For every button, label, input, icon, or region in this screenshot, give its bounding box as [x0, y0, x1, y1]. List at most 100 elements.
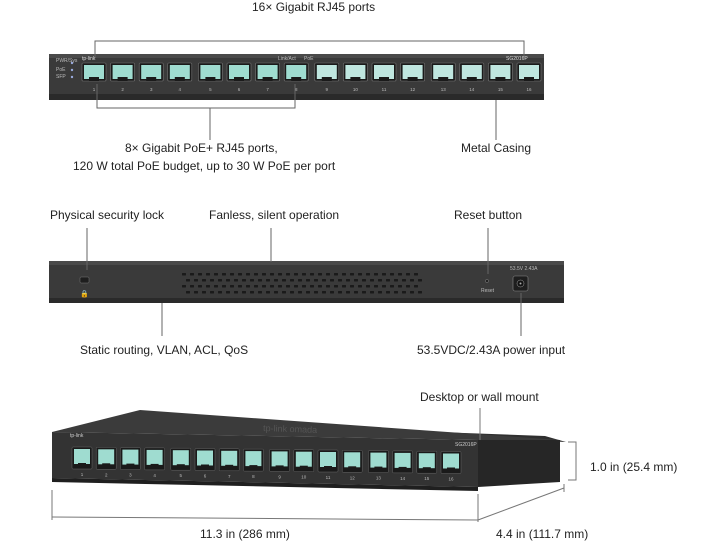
rj45-port-contacts	[84, 65, 104, 79]
callout-metal-casing: Metal Casing	[461, 141, 532, 155]
port-number: 4	[153, 473, 156, 478]
front-indicator-label: SFP	[56, 74, 66, 80]
port-number: 7	[228, 474, 231, 479]
rj45-port-contacts	[229, 65, 249, 79]
rj45-port-contacts	[257, 65, 278, 79]
port-number: 8	[295, 87, 298, 92]
height-dimension	[568, 441, 577, 481]
led-indicator	[70, 68, 74, 72]
rj45-port-contacts	[461, 65, 482, 79]
security-lock-slot	[79, 276, 90, 284]
port-number: 10	[353, 87, 359, 92]
port-number: 16	[448, 477, 454, 482]
rj45-port-contacts	[221, 450, 238, 466]
callout-depth: 4.4 in (111.7 mm)	[496, 527, 589, 541]
port-number: 13	[441, 87, 447, 92]
rj45-port-contacts	[443, 453, 459, 469]
port-number: 6	[204, 474, 207, 479]
rj45-port-contacts	[245, 451, 262, 467]
rj45-port-contacts	[197, 450, 213, 466]
port-number: 5	[180, 473, 183, 478]
port-number: 12	[350, 475, 356, 480]
rj45-port-contacts	[286, 65, 307, 79]
port-number: 4	[179, 87, 182, 92]
port-number: 5	[209, 87, 212, 92]
port-number: 2	[121, 87, 124, 92]
front-model-label: SG2016P	[506, 56, 528, 62]
port-number: 2	[105, 472, 108, 477]
port-number: 9	[278, 474, 281, 479]
lock-icon: 🔒	[80, 290, 89, 298]
poe-label: PoE	[304, 56, 314, 62]
side-face	[478, 440, 560, 487]
rj45-port-contacts	[169, 65, 190, 79]
callout-height: 1.0 in (25.4 mm)	[590, 460, 678, 474]
rj45-port-contacts	[200, 65, 221, 79]
port-number: 3	[129, 473, 132, 478]
rj45-port-contacts	[146, 449, 163, 465]
port-number: 15	[424, 476, 430, 481]
port-number: 9	[326, 87, 329, 92]
link-act-label: Link/Act	[278, 56, 296, 62]
callout-fanless: Fanless, silent operation	[209, 208, 340, 222]
rj45-port-contacts	[316, 65, 337, 79]
iso-model-label: SG2016P	[455, 442, 477, 448]
rj45-port-contacts	[74, 449, 90, 464]
port-number: 1	[81, 472, 84, 477]
led-indicator	[70, 61, 74, 65]
svg-text:tp-link omada: tp-link omada	[263, 423, 317, 435]
rj45-port-contacts	[418, 453, 435, 469]
rj45-port-contacts	[345, 65, 366, 79]
back-chassis	[49, 261, 564, 303]
rj45-port-contacts	[295, 451, 312, 467]
port-number: 6	[238, 87, 241, 92]
callout-poe-ports-line2: 120 W total PoE budget, up to 30 W PoE p…	[73, 159, 336, 173]
callout-width: 11.3 in (286 mm)	[200, 527, 290, 541]
port-number: 1	[93, 87, 96, 92]
port-number: 15	[498, 87, 504, 92]
rj45-port-contacts	[271, 451, 288, 467]
rj45-port-contacts	[433, 65, 454, 79]
callout-security-lock: Physical security lock	[50, 208, 165, 222]
front-indicator-label: PWR/Sys	[56, 58, 78, 64]
rj45-port-contacts	[394, 452, 411, 468]
reset-label: Reset	[481, 288, 495, 294]
back-view: 🔒	[49, 228, 564, 336]
iso-brand-logo: tp-link	[70, 433, 84, 439]
port-number: 3	[150, 87, 153, 92]
reset-pinhole	[485, 279, 489, 283]
port-number: 11	[326, 475, 331, 480]
callout-rj45-ports: 16× Gigabit RJ45 ports	[252, 0, 376, 14]
depth-dimension	[477, 487, 565, 521]
callout-poe-ports-line1: 8× Gigabit PoE+ RJ45 ports,	[125, 141, 278, 155]
port-number: 14	[469, 87, 475, 92]
power-rating-label: 53.5V 2.43A	[510, 266, 538, 272]
callout-power-input: 53.5VDC/2.43A power input	[417, 343, 566, 357]
rj45-port-contacts	[172, 450, 189, 466]
rj45-port-contacts	[98, 449, 115, 465]
rj45-port-contacts	[374, 65, 394, 79]
callout-mount: Desktop or wall mount	[420, 390, 539, 404]
rj45-port-contacts	[141, 65, 162, 79]
rj45-port-contacts	[112, 65, 133, 79]
port-number: 14	[400, 476, 406, 481]
front-indicator-label: PoE	[56, 67, 66, 73]
led-indicator	[70, 75, 74, 79]
front-face	[52, 432, 478, 487]
port-number: 12	[410, 87, 416, 92]
rj45-port-contacts	[490, 65, 511, 79]
port-number: 10	[301, 475, 307, 480]
callout-line	[94, 40, 525, 58]
port-number: 16	[526, 87, 532, 92]
callout-routing: Static routing, VLAN, ACL, QoS	[80, 343, 249, 357]
port-number: 11	[382, 87, 387, 92]
rj45-port-contacts	[370, 452, 387, 468]
port-number: 13	[376, 476, 382, 481]
port-number: 7	[266, 87, 269, 92]
rj45-port-contacts	[344, 452, 361, 468]
